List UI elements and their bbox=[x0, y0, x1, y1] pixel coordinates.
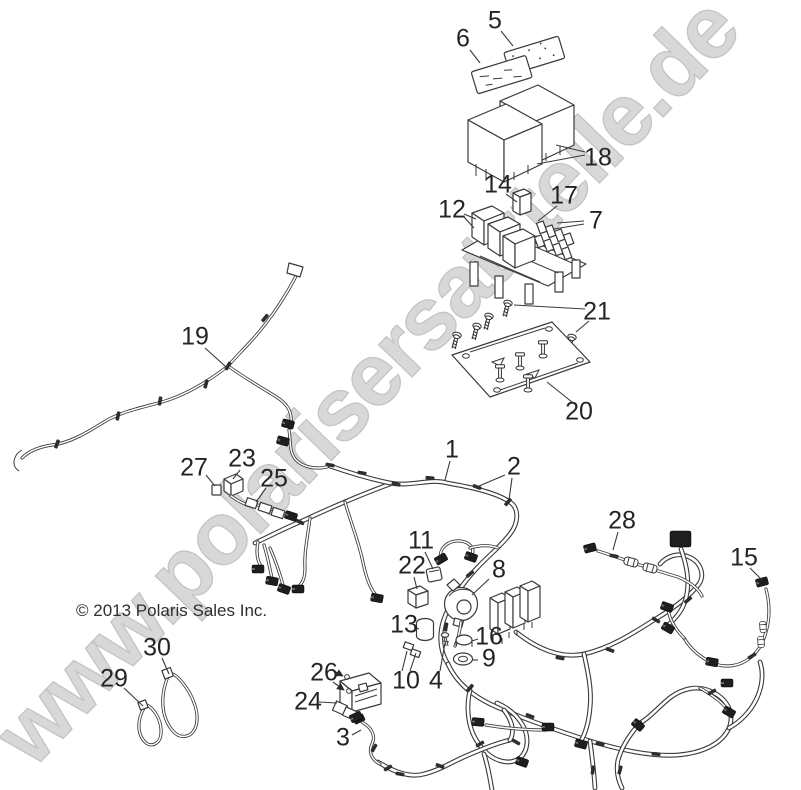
part-callout-9: 9 bbox=[482, 644, 496, 673]
main-harness-trunk bbox=[252, 463, 520, 667]
part-callout-1: 1 bbox=[445, 435, 459, 464]
part-callout-20: 20 bbox=[565, 397, 593, 426]
part-callout-12: 12 bbox=[438, 195, 466, 224]
component-cluster bbox=[402, 566, 541, 666]
cable-ties bbox=[137, 666, 199, 747]
relay-group-23-25-27 bbox=[211, 473, 299, 523]
part-callout-18: 18 bbox=[584, 143, 612, 172]
part-callout-4: 4 bbox=[429, 666, 443, 695]
chassis-harness-19 bbox=[13, 262, 332, 472]
part-callout-8: 8 bbox=[492, 555, 506, 584]
part-callout-2: 2 bbox=[507, 452, 521, 481]
part-9 bbox=[452, 652, 474, 666]
cable-tie-29 bbox=[137, 699, 163, 747]
callout-leader-lines bbox=[123, 30, 763, 736]
part-callout-16: 16 bbox=[475, 622, 503, 651]
part-callout-14: 14 bbox=[484, 170, 512, 199]
adhesive-strip-6 bbox=[470, 55, 533, 95]
part-callout-25: 25 bbox=[260, 464, 288, 493]
part-callout-22: 22 bbox=[398, 551, 426, 580]
part-callout-7: 7 bbox=[589, 206, 603, 235]
part-callout-3: 3 bbox=[336, 723, 350, 752]
part-callout-27: 27 bbox=[180, 453, 208, 482]
part-16 bbox=[455, 634, 473, 647]
part-22 bbox=[407, 585, 429, 609]
part-callout-28: 28 bbox=[608, 506, 636, 535]
part-callout-5: 5 bbox=[488, 6, 502, 35]
part-callout-10: 10 bbox=[392, 666, 420, 695]
part-callout-6: 6 bbox=[456, 24, 470, 53]
part-callout-17: 17 bbox=[550, 181, 578, 210]
cable-tie-30 bbox=[161, 666, 199, 738]
part-callout-29: 29 bbox=[100, 664, 128, 693]
part-callout-23: 23 bbox=[228, 444, 256, 473]
part-callout-13: 13 bbox=[390, 610, 418, 639]
harness-connectors bbox=[251, 418, 770, 769]
part-11 bbox=[425, 566, 443, 583]
part-callout-26: 26 bbox=[310, 658, 338, 687]
part-callout-30: 30 bbox=[143, 633, 171, 662]
part-callout-15: 15 bbox=[730, 543, 758, 572]
copyright-notice: © 2013 Polaris Sales Inc. bbox=[76, 601, 268, 620]
part-callout-11: 11 bbox=[408, 526, 434, 555]
part-callout-24: 24 bbox=[294, 687, 322, 716]
part-callout-21: 21 bbox=[583, 297, 611, 326]
mounting-plate-20 bbox=[451, 321, 591, 398]
fuse-box-covers-18 bbox=[467, 84, 575, 183]
fuse-block-assembly bbox=[461, 188, 587, 305]
part-callout-19: 19 bbox=[181, 322, 209, 351]
part-4 bbox=[440, 632, 450, 647]
part-13 bbox=[415, 617, 435, 642]
ecu-pigtail-harness-3 bbox=[360, 720, 382, 766]
